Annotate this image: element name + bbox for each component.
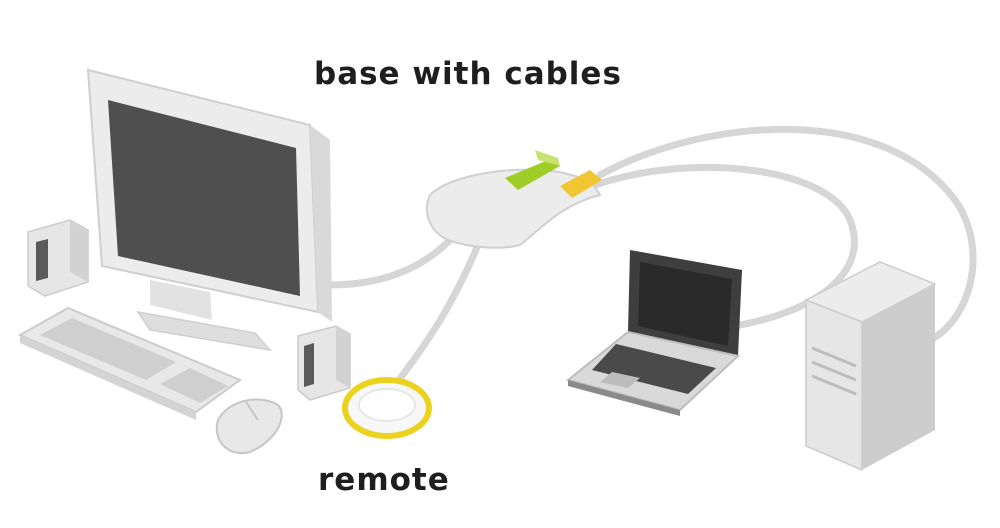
monitor-icon xyxy=(86,68,332,352)
tower-pc-icon xyxy=(804,261,937,472)
keyboard-icon xyxy=(17,306,243,420)
cable-to-monitor xyxy=(326,236,454,289)
speaker-icon xyxy=(27,219,89,297)
monitor-screen xyxy=(108,100,300,296)
laptop-icon xyxy=(565,250,742,416)
remote-label: remote xyxy=(318,462,450,498)
cable-to-tower xyxy=(596,125,977,344)
remote-icon xyxy=(342,377,432,439)
speaker-icon xyxy=(297,325,351,401)
green-connector xyxy=(505,160,560,190)
kvm-base-icon xyxy=(425,150,602,249)
base-with-cables-label: base with cables xyxy=(314,56,622,92)
mouse-icon xyxy=(215,398,283,455)
cable-to-remote xyxy=(391,241,482,389)
yellow-connector xyxy=(560,170,602,198)
